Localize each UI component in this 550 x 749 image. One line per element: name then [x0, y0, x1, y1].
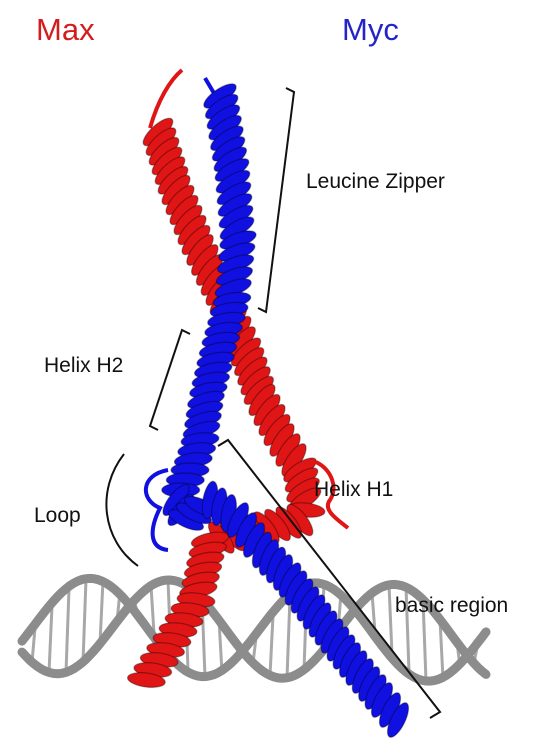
leucine-zipper-label: Leucine Zipper	[306, 170, 445, 194]
dna-base-pair	[49, 606, 52, 672]
dna-base-pair	[287, 597, 290, 678]
dna-base-pair	[151, 586, 154, 634]
dna-base-pair	[270, 616, 273, 676]
leucine-zipper-bracket	[258, 88, 294, 312]
helix-h2-bracket	[150, 330, 190, 430]
helix-h1-label: Helix H1	[314, 478, 393, 502]
dna-base-pair	[66, 589, 69, 673]
helix-h2-label: Helix H2	[44, 354, 123, 378]
basic-region-label: basic region	[395, 594, 508, 618]
loop-label: Loop	[34, 504, 81, 528]
loop-bracket	[106, 454, 138, 566]
dna-base-pair	[389, 585, 392, 655]
dna-base-pair	[83, 579, 86, 662]
myc-title: Myc	[342, 12, 399, 48]
max-title: Max	[36, 12, 95, 48]
